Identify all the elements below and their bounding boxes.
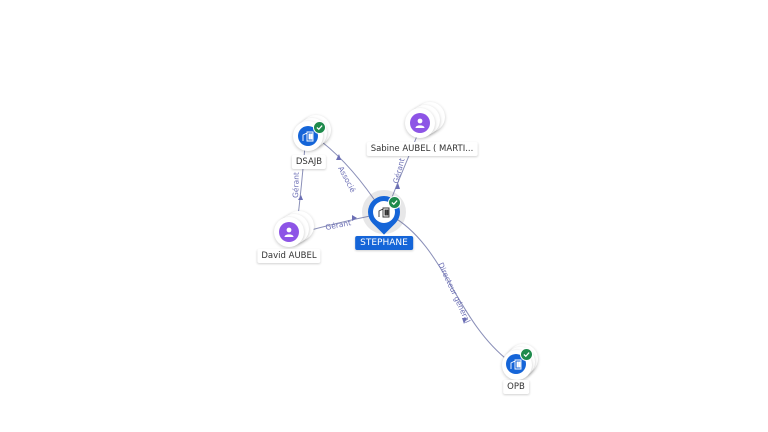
node-label-sabine: Sabine AUBEL ( MARTI... [366, 142, 478, 156]
arrow-gerant-david [352, 215, 357, 221]
verified-check-icon [313, 121, 326, 134]
edge-label-associe: Associé [336, 165, 357, 195]
arrow-gerant-david-dsajb [298, 195, 303, 200]
edge-label-gerant-david: Gérant [325, 218, 352, 232]
edge-stephane-opb [389, 214, 511, 363]
person-icon [410, 113, 430, 133]
verified-check-icon [520, 348, 533, 361]
node-label-david: David AUBEL [257, 249, 321, 263]
person-icon [279, 222, 299, 242]
arrow-gerant-sabine [395, 183, 400, 189]
node-label-dsajb: DSAJB [291, 155, 327, 169]
arrow-directeur [462, 318, 467, 324]
node-label-stephane: STEPHANE [355, 236, 413, 250]
edge-label-directeur: Directeur général [436, 261, 472, 324]
arrow-associe [336, 154, 341, 160]
edge-label-gerant-sabine: Gérant [391, 157, 406, 184]
building-icon [298, 126, 318, 146]
edge-label-gerant-david-dsajb: Gérant [291, 172, 301, 198]
node-label-opb: OPB [503, 380, 529, 394]
verified-check-icon [388, 196, 401, 209]
